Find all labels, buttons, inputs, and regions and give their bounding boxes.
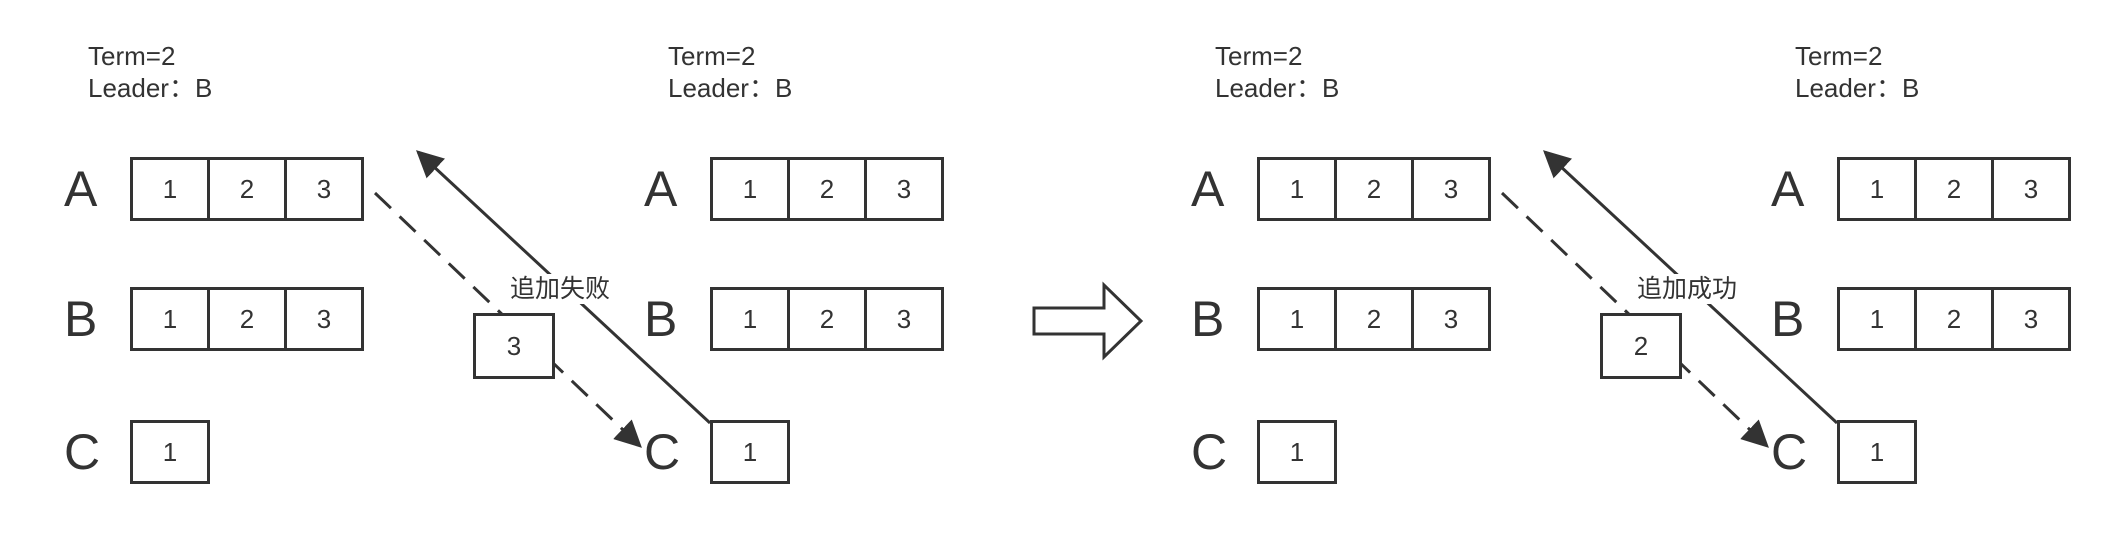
term-label: Term=2 (1215, 41, 1303, 71)
log-entry: 1 (130, 157, 210, 221)
log-entry: 1 (1257, 420, 1337, 484)
log-entry: 1 (1257, 157, 1337, 221)
log-entry: 2 (207, 157, 287, 221)
leader-label: Leader：B (1215, 73, 1340, 103)
log-entry: 1 (130, 420, 210, 484)
node-name-b: B (1191, 291, 1225, 347)
append-result-label: 追加失败 (510, 274, 611, 304)
transition-arrow-icon (1032, 281, 1144, 361)
log-entry: 2 (787, 287, 867, 351)
node-name-c: C (1771, 424, 1808, 480)
log-entry: 1 (130, 287, 210, 351)
log-entry: 3 (1991, 287, 2071, 351)
log-entry: 3 (1991, 157, 2071, 221)
log-entry: 3 (284, 287, 364, 351)
log-entry: 1 (1837, 287, 1917, 351)
leader-label: Leader：B (668, 73, 793, 103)
node-name-a: A (64, 161, 98, 217)
log-entry: 1 (710, 157, 790, 221)
sent-log-entry: 2 (1600, 313, 1682, 379)
node-name-b: B (1771, 291, 1805, 347)
append-result-label: 追加成功 (1637, 274, 1738, 304)
term-label: Term=2 (668, 41, 756, 71)
log-entry: 1 (710, 287, 790, 351)
node-name-a: A (1771, 161, 1805, 217)
node-name-c: C (1191, 424, 1228, 480)
log-entry: 2 (787, 157, 867, 221)
log-entry: 3 (1411, 287, 1491, 351)
log-entry: 3 (1411, 157, 1491, 221)
node-name-b: B (644, 291, 678, 347)
sent-log-entry: 3 (473, 313, 555, 379)
log-entry: 2 (1914, 157, 1994, 221)
leader-label: Leader：B (1795, 73, 1920, 103)
log-entry: 1 (1837, 157, 1917, 221)
log-entry: 1 (710, 420, 790, 484)
log-entry: 2 (1334, 157, 1414, 221)
log-entry: 2 (1914, 287, 1994, 351)
term-label: Term=2 (1795, 41, 1883, 71)
node-name-a: A (644, 161, 678, 217)
node-name-c: C (644, 424, 681, 480)
log-entry: 1 (1257, 287, 1337, 351)
log-entry: 2 (207, 287, 287, 351)
node-name-a: A (1191, 161, 1225, 217)
log-entry: 3 (864, 287, 944, 351)
leader-label: Leader：B (88, 73, 213, 103)
node-name-b: B (64, 291, 98, 347)
log-entry: 1 (1837, 420, 1917, 484)
log-entry: 3 (284, 157, 364, 221)
log-entry: 2 (1334, 287, 1414, 351)
node-name-c: C (64, 424, 101, 480)
term-label: Term=2 (88, 41, 176, 71)
log-entry: 3 (864, 157, 944, 221)
